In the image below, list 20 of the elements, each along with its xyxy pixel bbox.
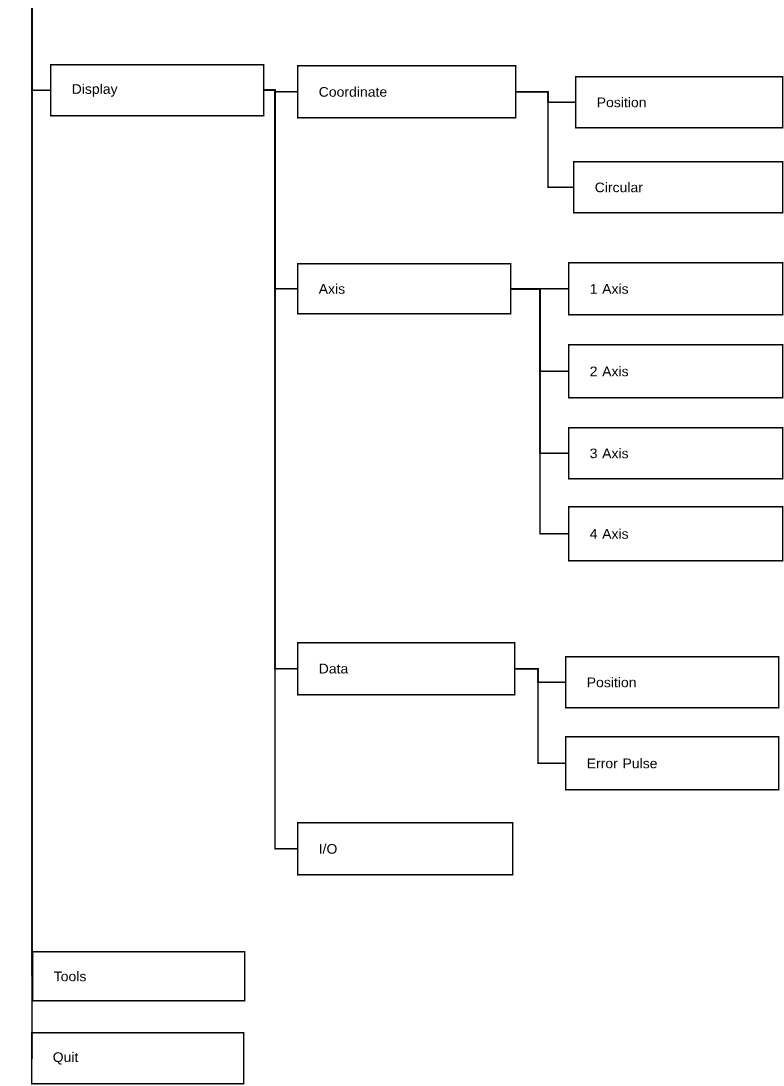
menu-box: Error Pulse bbox=[565, 736, 780, 791]
menu-box: 4 Axis bbox=[568, 506, 784, 562]
menu-box: Position bbox=[575, 76, 784, 129]
menu-box: Coordinate bbox=[297, 65, 517, 119]
menu-box: I/O bbox=[297, 822, 514, 876]
menu-box: Tools bbox=[32, 951, 246, 1002]
menu-box: Position bbox=[565, 656, 780, 709]
menu-box: Display bbox=[50, 64, 265, 117]
menu-box: Data bbox=[297, 642, 516, 696]
connector-line bbox=[30, 7, 33, 1059]
menu-box: Axis bbox=[297, 263, 512, 315]
connector-line bbox=[263, 89, 298, 850]
connector-line bbox=[510, 288, 569, 535]
connector-line bbox=[515, 91, 574, 188]
menu-box: 1 Axis bbox=[568, 262, 784, 316]
menu-box: Circular bbox=[573, 161, 784, 214]
menu-box: 3 Axis bbox=[568, 427, 784, 480]
connector-line bbox=[514, 668, 566, 764]
menu-box: Quit bbox=[31, 1032, 245, 1085]
menu-box: 2 Axis bbox=[568, 344, 784, 399]
